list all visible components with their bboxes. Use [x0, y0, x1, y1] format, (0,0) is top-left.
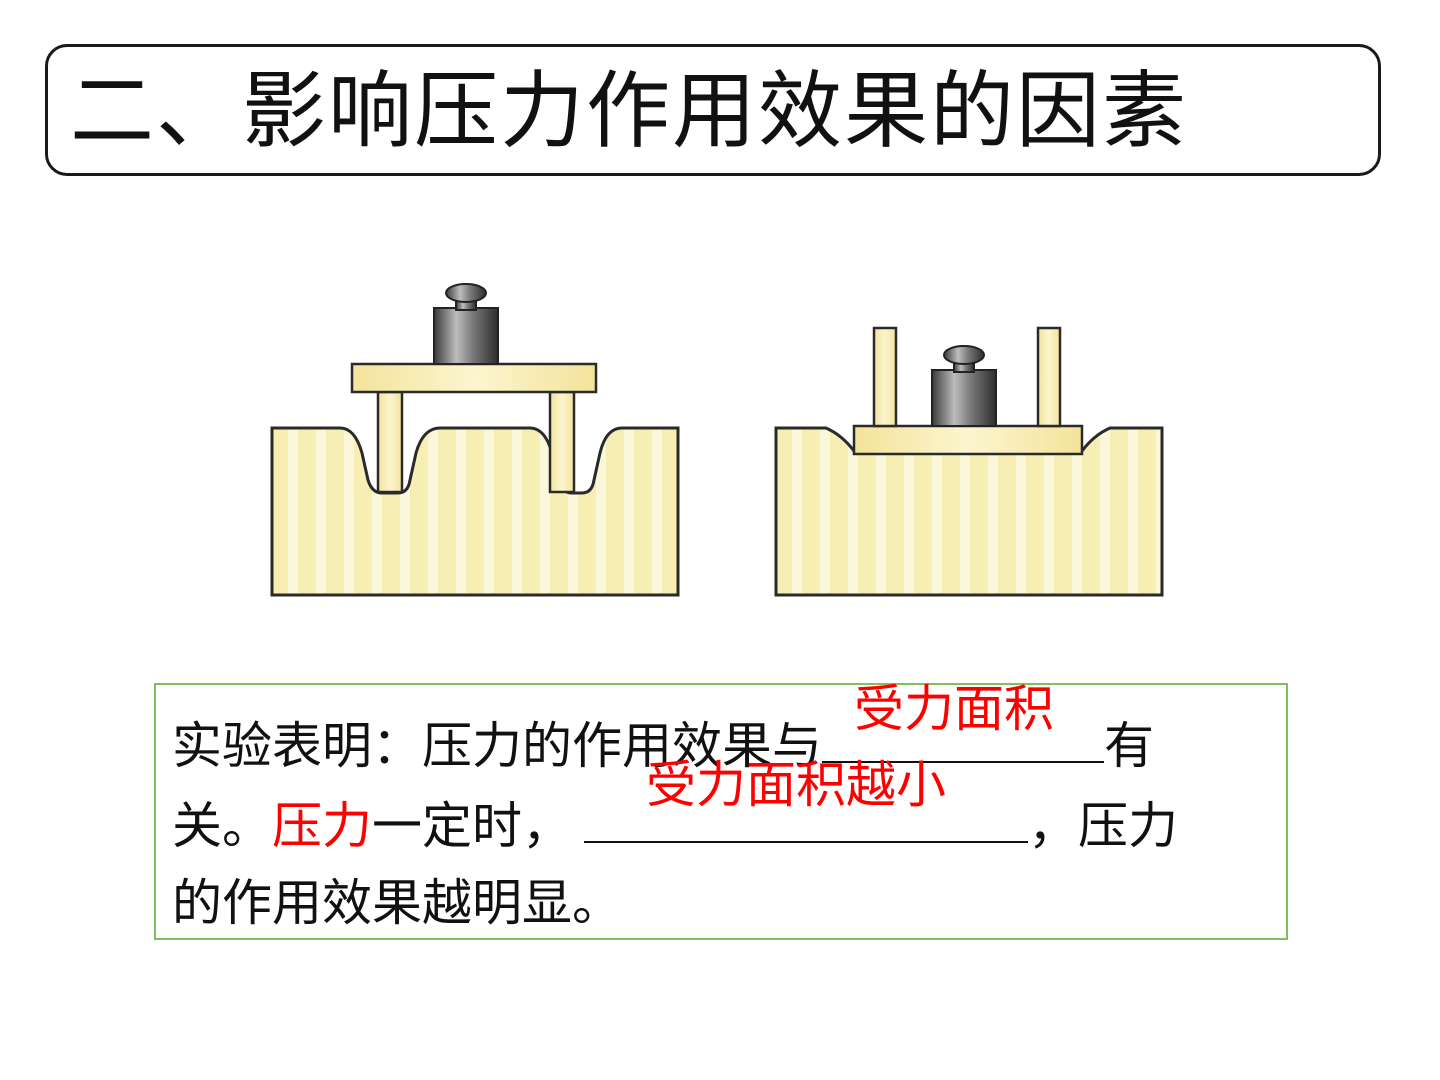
title-box: 二、影响压力作用效果的因素 — [45, 44, 1381, 176]
conclusion-line-2: 关。压力一定时， 受力面积越小 ，压力 — [172, 756, 1178, 856]
answer-2: 受力面积越小 — [646, 756, 946, 814]
line2-red-keyword: 压力 — [272, 797, 372, 855]
right-weight-body — [931, 369, 997, 427]
right-table-leg-left — [872, 326, 898, 428]
conclusion-box: 实验表明：压力的作用效果与受力面积有 关。压力一定时， 受力面积越小 ，压力 的作用… — [154, 680, 1288, 940]
conclusion-line-1: 实验表明：压力的作用效果与受力面积有 — [172, 680, 1154, 776]
left-table-leg-right — [548, 390, 576, 494]
answer-1: 受力面积 — [854, 680, 1054, 738]
answer-blank-1: 受力面积 — [822, 680, 1104, 763]
right-setup — [774, 326, 1164, 597]
line2-start: 关。 — [172, 797, 272, 855]
left-weight-knob — [445, 283, 487, 303]
right-weight-knob — [943, 345, 985, 365]
left-setup — [270, 283, 680, 597]
left-table-top — [350, 362, 598, 394]
line1-suffix: 有 — [1104, 717, 1154, 775]
experiment-svg — [270, 283, 1164, 597]
left-weight-body — [433, 307, 499, 365]
left-sponge — [270, 426, 680, 597]
line2-middle: 一定时， — [372, 797, 572, 855]
conclusion-line-3: 的作用效果越明显。 — [172, 874, 622, 932]
experiment-illustration — [260, 275, 1200, 615]
right-table-top — [852, 424, 1084, 456]
left-table-leg-left — [376, 390, 404, 494]
line2-suffix: ，压力 — [1028, 797, 1178, 855]
answer-blank-2: 受力面积越小 — [584, 756, 1028, 843]
slide-title: 二、影响压力作用效果的因素 — [70, 62, 1189, 160]
line1-prefix: 实验表明：压力的作用效果与 — [172, 717, 822, 775]
right-table-leg-right — [1036, 326, 1062, 428]
